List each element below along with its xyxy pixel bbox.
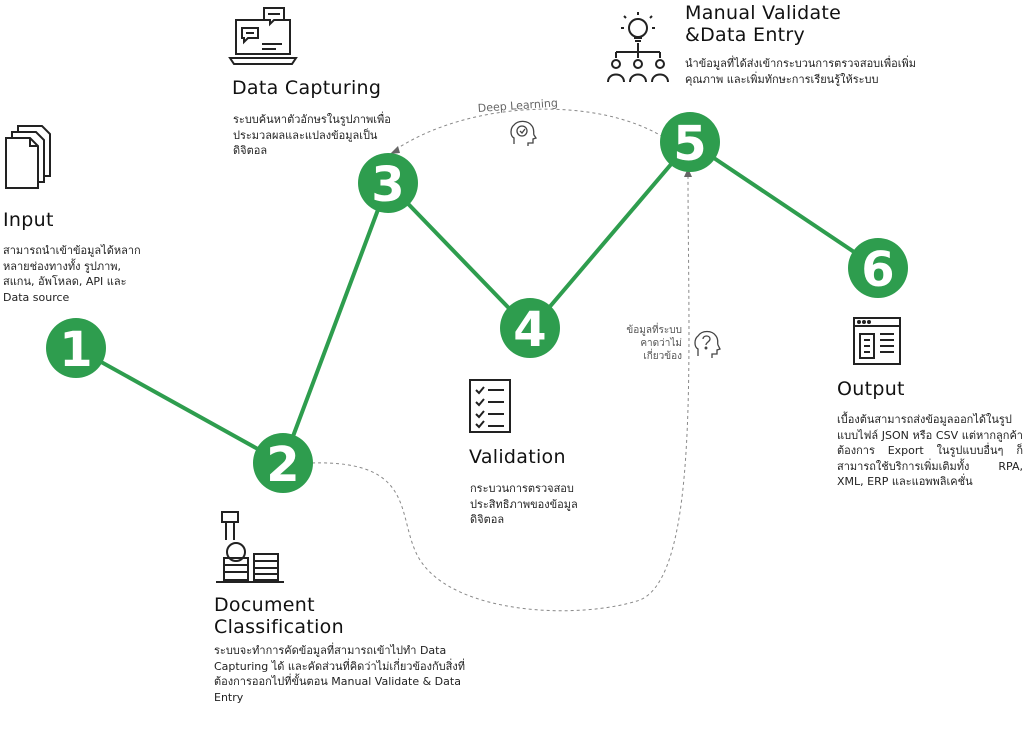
step-number: 5: [673, 116, 707, 172]
step-number: 1: [59, 322, 93, 378]
deep-learning-label: Deep Learning: [477, 96, 558, 115]
step-title-manual-validate: Manual Validate &Data Entry: [685, 2, 842, 46]
step-desc-validation: กระบวนการตรวจสอบประสิทธิภาพของข้อมูลดิจิ…: [470, 482, 578, 526]
step-number: 2: [266, 437, 300, 493]
irrelevant-data-path: [311, 174, 690, 612]
team-idea-icon: [607, 12, 669, 83]
deep-learning-arrowhead: [390, 146, 400, 154]
step-desc-output: เบื้องต้นสามารถส่งข้อมูลออกได้ในรูปแบบไฟ…: [837, 413, 1023, 488]
step-title-output: Output: [837, 378, 905, 400]
step-desc-data-capturing: ระบบค้นหาตัวอักษรในรูปภาพเพื่อประมวลผลแล…: [233, 113, 391, 157]
step-node-5: 5: [660, 112, 720, 172]
step-node-1: 1: [46, 318, 106, 378]
head-question-icon: [694, 330, 721, 358]
step-desc-manual-validate: นำข้อมูลที่ได้ส่งเข้ากระบวนการตรวจสอบเพื…: [685, 57, 917, 86]
head-check-icon: [510, 120, 538, 146]
irrelevant-data-arrowhead: [684, 168, 692, 177]
step-desc-input: สามารถนำเข้าข้อมูลได้หลากหลายช่องทางทั้ง…: [3, 244, 141, 304]
irrelevant-data-label: ข้อมูลที่ระบบคาดว่าไม่เกี่ยวข้อง: [626, 325, 682, 362]
browser-window-icon: [853, 317, 901, 365]
step-title-input: Input: [3, 209, 54, 231]
checklist-icon: [469, 379, 511, 433]
step-number: 3: [371, 157, 405, 213]
step-node-2: 2: [253, 433, 313, 493]
step-title-data-capturing: Data Capturing: [232, 77, 382, 99]
laptop-chat-icon: [228, 7, 298, 65]
step-number: 6: [861, 242, 895, 298]
deep-learning-arrow: [394, 108, 669, 151]
step-title-document-classification: Document Classification: [214, 594, 344, 638]
classification-icon: [216, 511, 284, 583]
step-node-3: 3: [358, 153, 418, 213]
process-path-line: [75, 140, 880, 465]
step-title-validation: Validation: [469, 446, 566, 468]
step-number: 4: [513, 302, 547, 358]
step-node-4: 4: [500, 298, 560, 358]
documents-icon: [5, 125, 51, 189]
step-node-6: 6: [848, 238, 908, 298]
step-desc-document-classification: ระบบจะทำการคัดข้อมูลที่สามารถเข้าไปทำ Da…: [214, 644, 465, 704]
